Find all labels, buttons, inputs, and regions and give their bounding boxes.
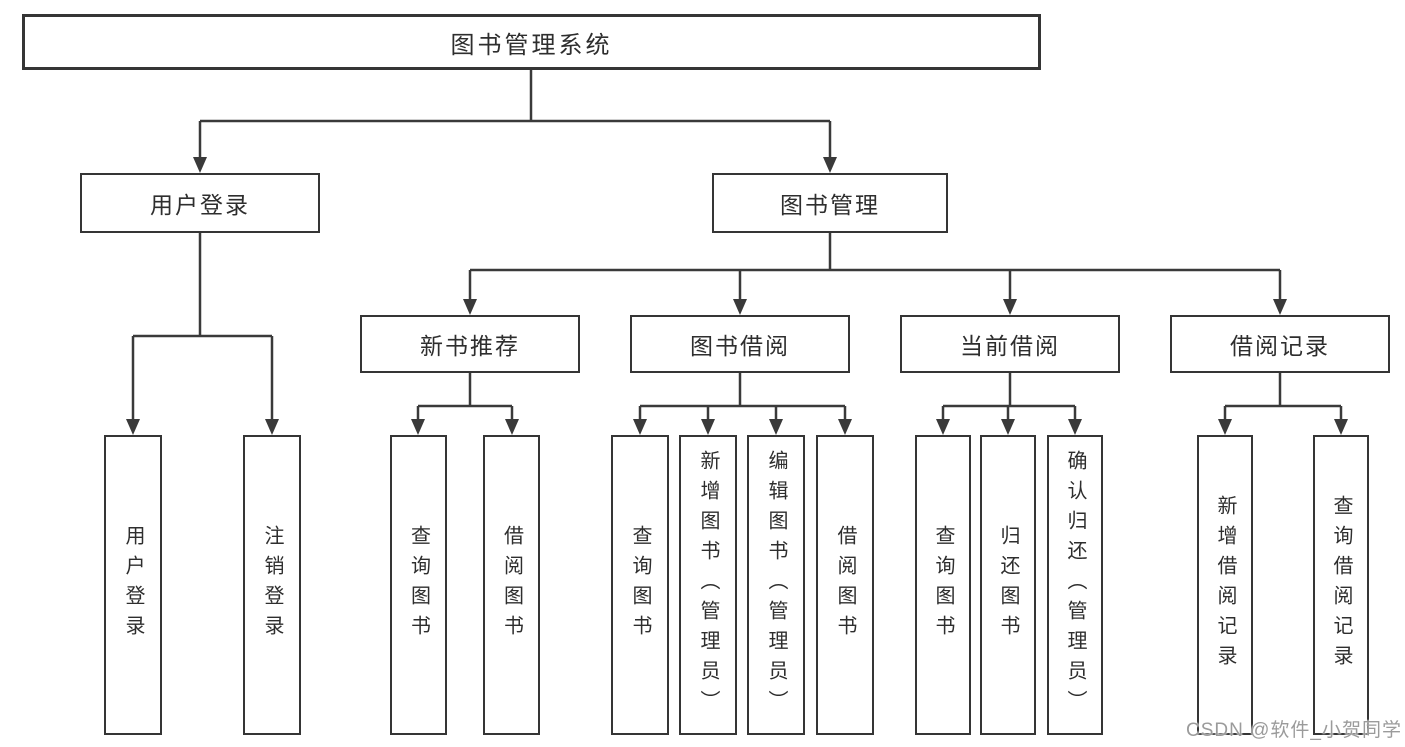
node-library-system-label: 图书管理系统 (450, 31, 613, 59)
leaf-current-return-books-label: 归还图书 (997, 525, 1019, 645)
node-new-book-recommend: 新书推荐 (360, 315, 580, 373)
leaf-records-query-record-label: 查询借阅记录 (1330, 495, 1352, 675)
leaf-current-confirm-return-admin: 确认归还（管理员） (1047, 435, 1103, 735)
node-book-borrowing: 图书借阅 (630, 315, 850, 373)
node-library-system: 图书管理系统 (22, 14, 1041, 70)
leaf-borrowing-borrow-books: 借阅图书 (816, 435, 874, 735)
node-borrowing-records-label: 借阅记录 (1230, 333, 1330, 359)
leaf-current-query-books: 查询图书 (915, 435, 971, 735)
leaf-current-confirm-return-admin-label: 确认归还（管理员） (1064, 450, 1086, 720)
node-current-borrowing-label: 当前借阅 (960, 333, 1060, 359)
leaf-borrowing-add-books-admin-label: 新增图书（管理员） (697, 450, 719, 720)
node-book-borrowing-label: 图书借阅 (690, 333, 790, 359)
leaf-recommend-borrow-books-label: 借阅图书 (500, 525, 523, 645)
leaf-borrowing-add-books-admin: 新增图书（管理员） (679, 435, 737, 735)
leaf-current-query-books-label: 查询图书 (932, 525, 954, 645)
leaf-records-add-record-label: 新增借阅记录 (1214, 495, 1236, 675)
leaf-recommend-query-books-label: 查询图书 (407, 525, 430, 645)
node-book-management-branch: 图书管理 (712, 173, 948, 233)
node-book-management-branch-label: 图书管理 (780, 192, 880, 218)
leaf-borrowing-query-books-label: 查询图书 (629, 525, 651, 645)
leaf-records-query-record: 查询借阅记录 (1313, 435, 1369, 735)
leaf-borrowing-edit-books-admin: 编辑图书（管理员） (747, 435, 805, 735)
node-user-login-branch-label: 用户登录 (150, 192, 250, 218)
leaf-records-add-record: 新增借阅记录 (1197, 435, 1253, 735)
node-borrowing-records: 借阅记录 (1170, 315, 1390, 373)
leaf-recommend-query-books: 查询图书 (390, 435, 447, 735)
leaf-borrowing-borrow-books-label: 借阅图书 (834, 525, 856, 645)
node-current-borrowing: 当前借阅 (900, 315, 1120, 373)
leaf-user-login: 用户登录 (104, 435, 162, 735)
leaf-logout: 注销登录 (243, 435, 301, 735)
leaf-logout-label: 注销登录 (261, 525, 283, 645)
leaf-user-login-label: 用户登录 (122, 525, 144, 645)
node-new-book-recommend-label: 新书推荐 (420, 333, 520, 359)
leaf-borrowing-query-books: 查询图书 (611, 435, 669, 735)
leaf-recommend-borrow-books: 借阅图书 (483, 435, 540, 735)
csdn-watermark: CSDN @软件_小贺同学 (1186, 720, 1402, 741)
leaf-borrowing-edit-books-admin-label: 编辑图书（管理员） (765, 450, 787, 720)
node-user-login-branch: 用户登录 (80, 173, 320, 233)
leaf-current-return-books: 归还图书 (980, 435, 1036, 735)
